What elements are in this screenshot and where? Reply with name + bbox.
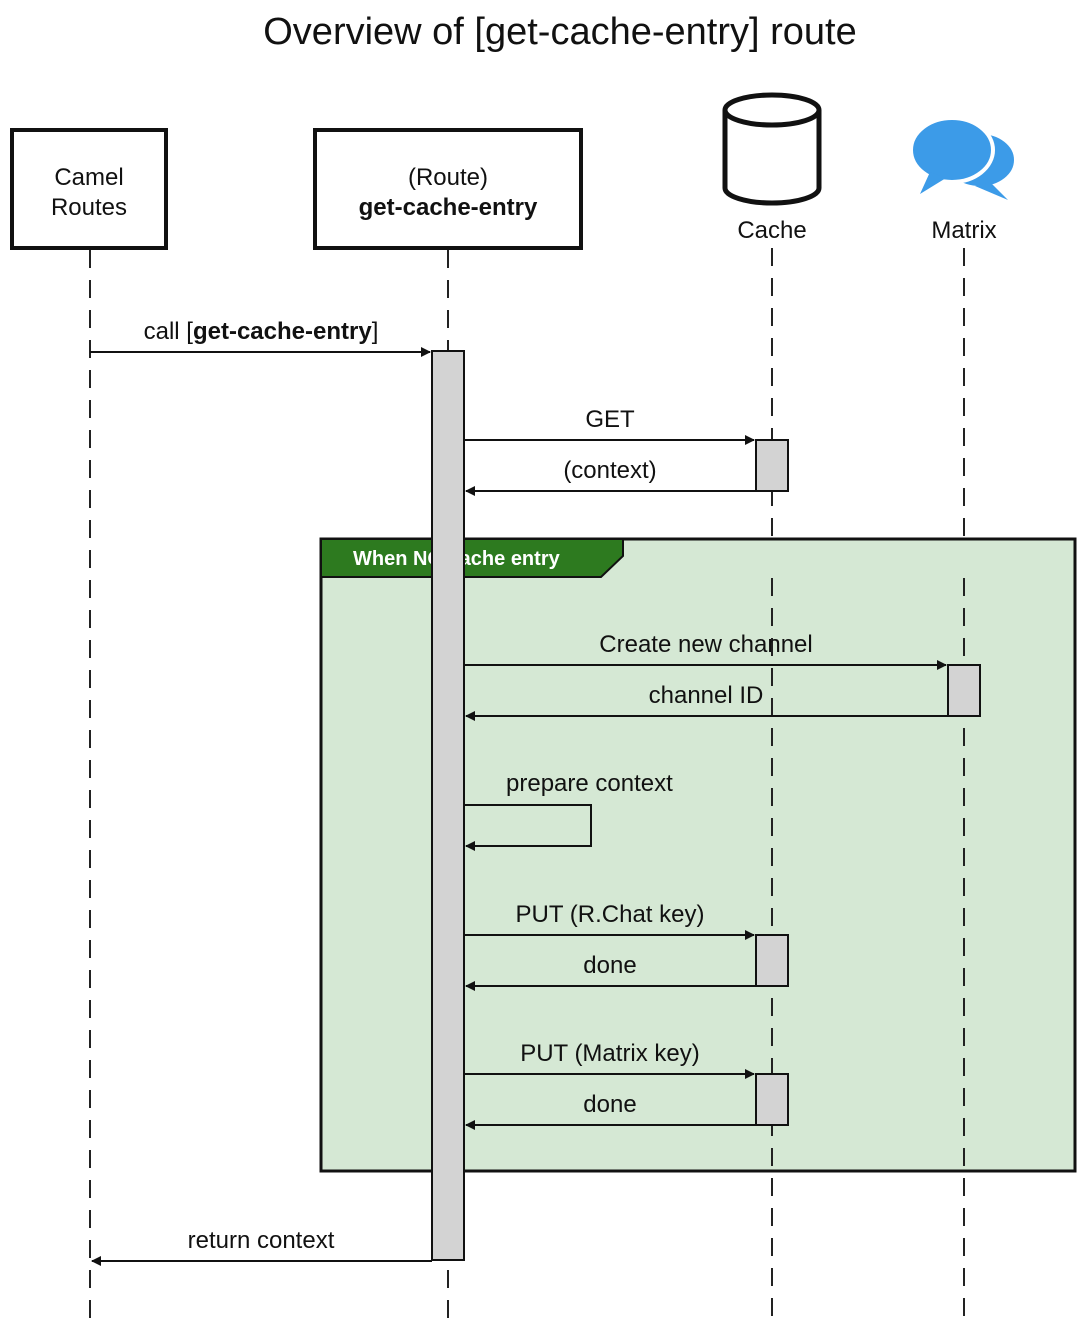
participant-matrix: Matrix bbox=[909, 116, 1018, 244]
fragment-header bbox=[320, 538, 624, 578]
participant-label-line1: Camel bbox=[54, 164, 123, 191]
message-get: GET bbox=[464, 406, 755, 445]
message-create-channel: Create new channel bbox=[464, 631, 947, 670]
message-label: PUT (R.Chat key) bbox=[516, 901, 705, 928]
message-label: prepare context bbox=[506, 770, 673, 797]
participant-camel-routes: Camel Routes bbox=[10, 128, 168, 250]
message-prepare-context: prepare context bbox=[464, 770, 673, 851]
database-cylinder-icon bbox=[722, 92, 822, 206]
participant-cache: Cache bbox=[722, 92, 822, 244]
message-label: channel ID bbox=[649, 682, 764, 709]
activation-cache-put-rchat bbox=[755, 934, 789, 987]
participant-label-line1: (Route) bbox=[408, 164, 488, 191]
participant-label-line2: Routes bbox=[51, 194, 127, 221]
message-put-matrix-key: PUT (Matrix key) bbox=[464, 1040, 755, 1079]
message-label: PUT (Matrix key) bbox=[520, 1040, 700, 1067]
activation-cache-put-matrix bbox=[755, 1073, 789, 1126]
message-label: done bbox=[583, 952, 636, 979]
message-label: done bbox=[583, 1091, 636, 1118]
chat-bubbles-icon bbox=[909, 116, 1018, 200]
message-label: (context) bbox=[563, 457, 656, 484]
participant-label: Matrix bbox=[931, 217, 996, 244]
diagram-title: Overview of [get-cache-entry] route bbox=[263, 11, 856, 53]
message-call: call [get-cache-entry] bbox=[90, 318, 431, 357]
participant-label: Cache bbox=[737, 217, 806, 244]
message-label: GET bbox=[585, 406, 635, 433]
message-channel-id: channel ID bbox=[465, 682, 948, 721]
message-done-2: done bbox=[465, 1091, 756, 1130]
message-label: call [get-cache-entry] bbox=[144, 318, 379, 345]
message-return-context: return context bbox=[91, 1227, 432, 1266]
activation-matrix-create bbox=[947, 664, 981, 717]
participant-label-line2: get-cache-entry bbox=[359, 194, 538, 221]
message-put-rchat-key: PUT (R.Chat key) bbox=[464, 901, 755, 940]
participant-box bbox=[10, 128, 168, 250]
message-done-1: done bbox=[465, 952, 756, 991]
participant-box bbox=[313, 128, 583, 250]
message-label: return context bbox=[188, 1227, 335, 1254]
message-label: Create new channel bbox=[599, 631, 812, 658]
activation-route bbox=[431, 350, 465, 1261]
message-context-reply: (context) bbox=[465, 457, 756, 496]
activation-cache-get bbox=[755, 439, 789, 492]
participant-route: (Route) get-cache-entry bbox=[313, 128, 583, 250]
